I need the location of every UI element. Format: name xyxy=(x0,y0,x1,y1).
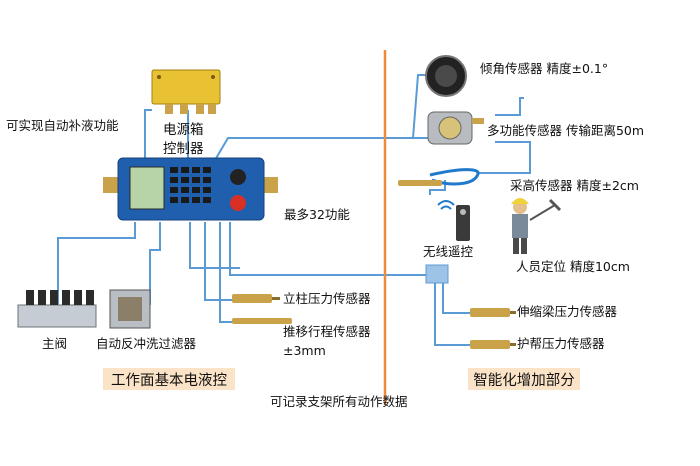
height-sensor-label: 采高传感器 精度±2cm xyxy=(510,178,639,193)
wireless-label: 无线遥控 xyxy=(423,244,474,259)
tilt-sensor-device xyxy=(425,55,467,97)
backflush-filter-device xyxy=(109,289,151,329)
side-guard-label: 护帮压力传感器 xyxy=(517,336,605,351)
multi-sensor-label: 多功能传感器 传输距离50m xyxy=(487,123,645,138)
push-stroke-sensor-device xyxy=(232,318,292,324)
section-basic-control: 工作面基本电液控 xyxy=(103,368,235,390)
section-intelligent-addition: 智能化增加部分 xyxy=(468,368,580,390)
side-guard-sensor-device xyxy=(470,340,516,349)
sensor-hub xyxy=(425,264,449,284)
controller-label: 控制器 xyxy=(163,141,204,157)
backflush-filter-label: 自动反冲洗过滤器 xyxy=(96,336,197,351)
multifunction-sensor-device xyxy=(427,111,484,145)
push-stroke-precision-label: ±3mm xyxy=(283,343,326,358)
main-valve-label: 主阀 xyxy=(42,336,68,351)
height-sensor-device xyxy=(398,168,480,186)
column-pressure-sensor-device xyxy=(232,294,280,303)
telescopic-beam-label: 伸缩梁压力传感器 xyxy=(517,304,618,319)
auto-refill-label: 可实现自动补液功能 xyxy=(6,118,119,133)
main-valve-device xyxy=(17,290,97,328)
column-pressure-label: 立柱压力传感器 xyxy=(283,291,371,306)
record-note-label: 可记录支架所有动作数据 xyxy=(270,394,408,409)
tilt-sensor-label: 倾角传感器 精度±0.1° xyxy=(480,61,609,76)
controller-device xyxy=(103,157,278,221)
personnel-icon xyxy=(511,198,562,254)
push-stroke-label: 推移行程传感器 xyxy=(283,324,371,339)
power-box-device xyxy=(151,69,221,114)
max-functions-label: 最多32功能 xyxy=(284,207,350,222)
telescopic-beam-sensor-device xyxy=(470,308,516,317)
wireless-remote-device xyxy=(437,200,470,241)
connector-lines xyxy=(57,74,531,346)
personnel-label: 人员定位 精度10cm xyxy=(516,259,630,274)
power-box-label: 电源箱 xyxy=(163,122,204,138)
